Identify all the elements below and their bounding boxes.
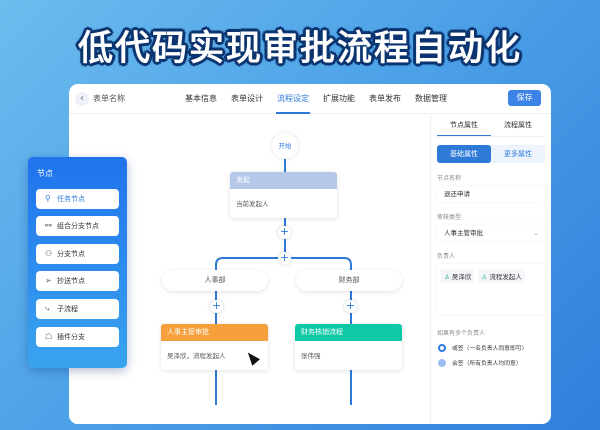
owner-name: 吴泽欣 <box>451 273 472 281</box>
node-title: 财务核销流程 <box>295 324 402 341</box>
palette-item-subflow[interactable]: ⤷ 子流程 <box>36 299 119 319</box>
radio-unselected-icon <box>438 358 446 367</box>
add-node-plus-icon[interactable]: + <box>278 225 291 239</box>
owner-field[interactable]: ♙ 吴泽欣 ♙ 流程发起人 <box>437 264 545 314</box>
palette-item-label: 子流程 <box>57 305 78 313</box>
branch-finance[interactable]: 财务部 <box>296 270 402 291</box>
approval-type-select[interactable]: 人事主管审批 ⌄ <box>437 225 545 241</box>
banner-title: 低代码实现审批流程自动化 <box>77 29 522 69</box>
multi-owner-label: 如果有多个负责人 <box>437 330 486 337</box>
owner-chip[interactable]: ♙ 吴泽欣 <box>441 269 475 283</box>
tab-basic-info[interactable]: 基本信息 <box>185 94 217 103</box>
add-node-plus-icon[interactable]: + <box>344 299 357 313</box>
palette-item-task[interactable]: ⚲ 任务节点 <box>36 189 119 209</box>
add-node-plus-icon[interactable]: + <box>210 299 223 313</box>
palette-item-label: 组合分支节点 <box>57 222 99 230</box>
tab-extensions[interactable]: 扩展功能 <box>323 94 355 103</box>
add-branch-plus-icon[interactable]: + <box>278 251 291 265</box>
node-name-input[interactable]: 退还申请 <box>437 186 545 202</box>
branch-user-icon: ⚯ <box>45 221 52 230</box>
start-node[interactable]: 开始 <box>272 133 298 159</box>
finance-node[interactable]: 财务核销流程 张伟强 <box>295 324 402 370</box>
owner-name: 流程发起人 <box>489 273 522 281</box>
palette-item-combined-branch[interactable]: ⚯ 组合分支节点 <box>36 216 119 236</box>
pin-icon: ⚲ <box>45 194 51 203</box>
palette-title: 节点 <box>37 169 53 178</box>
palette-item-label: 任务节点 <box>57 195 85 203</box>
segment-basic[interactable]: 基础属性 <box>437 145 491 163</box>
node-palette: 节点 ⚲ 任务节点 ⚯ 组合分支节点 ⚇ 分支节点 ➢ 抄送节点 ⤷ 子流程 ☖ 插件分支 <box>28 157 127 368</box>
tab-flow-settings[interactable]: 流程设定 <box>276 84 310 114</box>
app-window: ‹ 表单名称 基本信息 表单设计 流程设定 扩展功能 表单发布 数据管理 保存 … <box>69 84 551 424</box>
palette-item-label: 抄送节点 <box>57 277 85 285</box>
segment-more[interactable]: 更多属性 <box>504 150 532 158</box>
owner-label: 负责人 <box>437 253 456 260</box>
puzzle-icon: ☖ <box>45 332 53 341</box>
approval-type-label: 审核类型 <box>437 214 462 221</box>
flow-canvas[interactable]: 开始 发起 当前发起人 + + 人事部 财务部 + + 人事主管审批 吴泽欣，流… <box>69 115 430 424</box>
tab-form-design[interactable]: 表单设计 <box>231 94 263 103</box>
initiate-node[interactable]: 发起 当前发起人 <box>230 172 337 218</box>
approval-type-value: 人事主管审批 <box>444 229 483 237</box>
save-button[interactable]: 保存 <box>508 90 541 106</box>
palette-item-plugin-branch[interactable]: ☖ 插件分支 <box>36 327 119 347</box>
header: ‹ 表单名称 基本信息 表单设计 流程设定 扩展功能 表单发布 数据管理 保存 <box>69 84 551 114</box>
tab-node-props[interactable]: 节点属性 <box>437 115 491 136</box>
radio-or-sign[interactable]: 或签（一名负责人同意即可） <box>438 343 544 352</box>
node-body: 当前发起人 <box>236 200 269 208</box>
user-icon: ⚇ <box>45 249 53 258</box>
node-body: 张伟强 <box>301 352 321 360</box>
node-body: 吴泽欣，流程发起人 <box>167 352 226 360</box>
palette-item-cc[interactable]: ➢ 抄送节点 <box>36 271 119 291</box>
form-name: 表单名称 <box>93 94 125 103</box>
properties-panel: 节点属性 流程属性 基础属性 更多属性 节点名称 退还申请 审核类型 人事主管审… <box>430 115 551 424</box>
radio-and-sign[interactable]: 会签（所有负责人均同意） <box>438 358 544 367</box>
palette-item-branch[interactable]: ⚇ 分支节点 <box>36 244 119 264</box>
hr-approval-node[interactable]: 人事主管审批 吴泽欣，流程发起人 <box>161 324 268 370</box>
tab-flow-props[interactable]: 流程属性 <box>504 121 532 129</box>
node-title: 人事主管审批 <box>161 324 268 341</box>
branch-hr[interactable]: 人事部 <box>162 270 268 291</box>
subflow-icon: ⤷ <box>45 304 50 313</box>
user-icon: ♙ <box>481 273 488 281</box>
radio-selected-icon <box>438 343 446 352</box>
node-name-label: 节点名称 <box>437 175 462 182</box>
back-chevron-icon[interactable]: ‹ <box>75 92 89 106</box>
chevron-down-icon: ⌄ <box>533 229 539 237</box>
radio-label: 会签（所有负责人均同意） <box>452 361 522 367</box>
tab-data-management[interactable]: 数据管理 <box>415 94 447 103</box>
tab-form-publish[interactable]: 表单发布 <box>369 94 401 103</box>
node-title: 发起 <box>230 172 337 189</box>
user-icon: ♙ <box>444 273 450 281</box>
send-icon: ➢ <box>45 276 52 285</box>
radio-label: 或签（一名负责人同意即可） <box>452 346 528 352</box>
palette-item-label: 插件分支 <box>57 333 85 341</box>
owner-chip[interactable]: ♙ 流程发起人 <box>478 269 525 283</box>
palette-item-label: 分支节点 <box>57 250 85 258</box>
